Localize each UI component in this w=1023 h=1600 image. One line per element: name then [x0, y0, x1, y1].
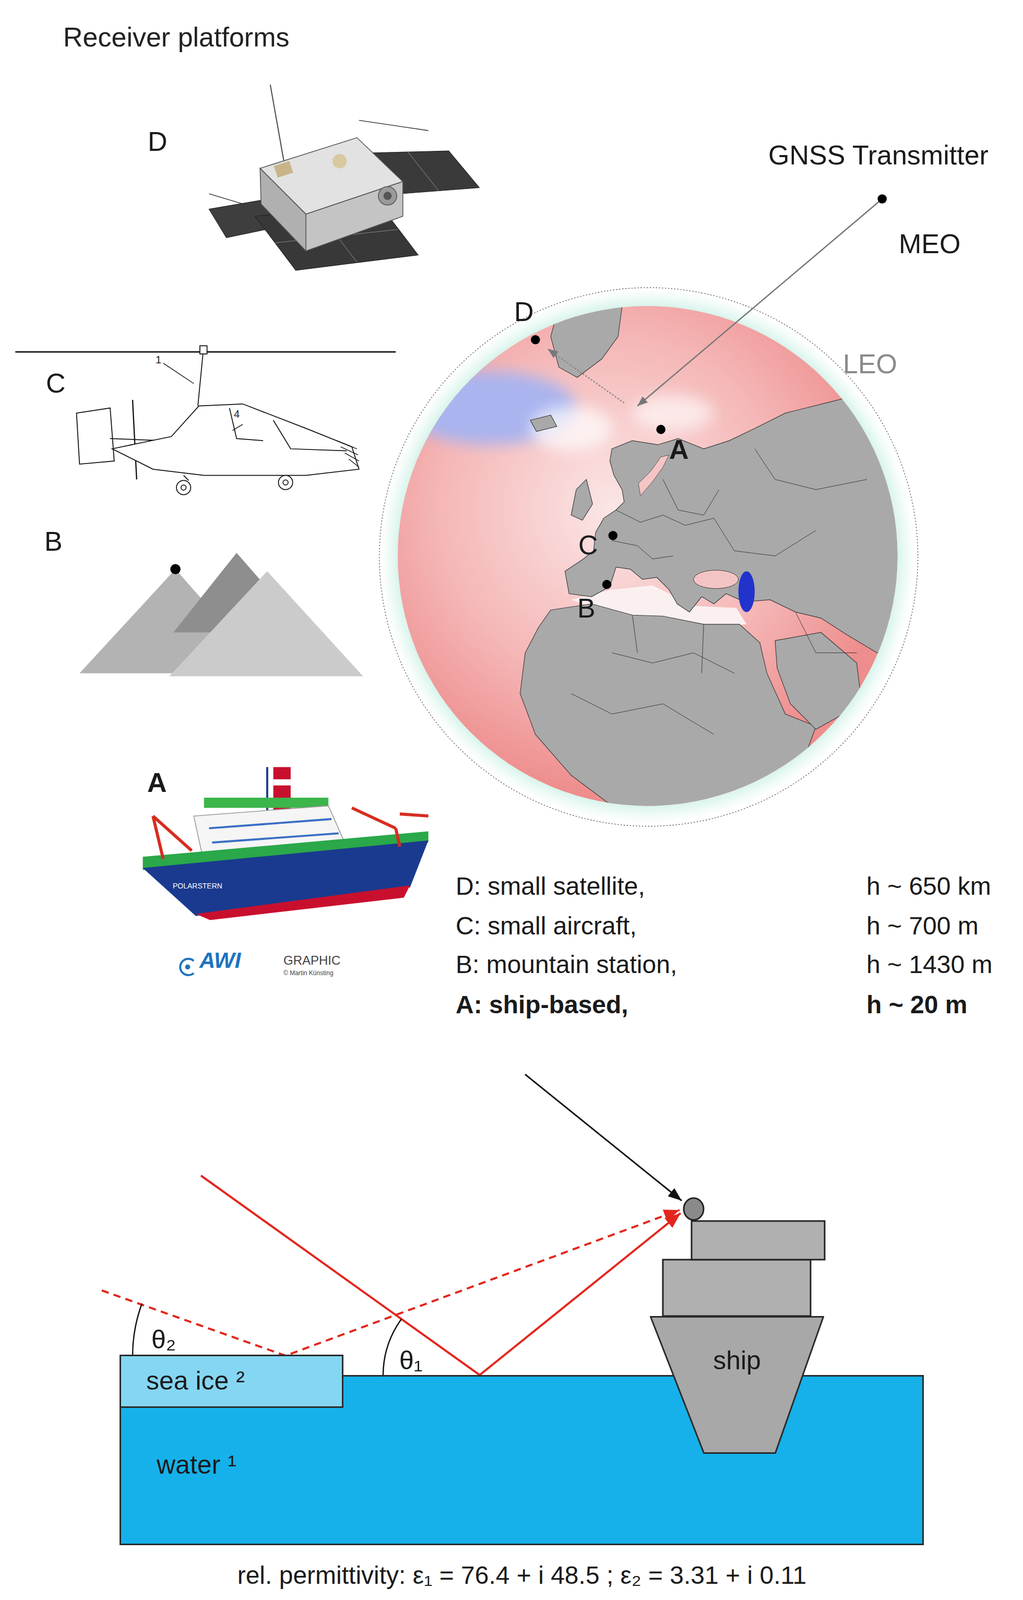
- logo-icon: [180, 958, 194, 975]
- platform-letter: C: [578, 529, 599, 562]
- logo-text: GRAPHIC: [283, 953, 341, 968]
- hull-outline: [649, 1315, 825, 1454]
- platform-key: B: mountain station,: [455, 949, 677, 979]
- node-text: sea ice ²: [146, 1365, 245, 1397]
- gyrocopter-figure: [15, 345, 396, 495]
- platform-key: D: small satellite,: [455, 871, 646, 901]
- platform-height: h ~ 700 m: [866, 911, 979, 941]
- node-text: ship: [712, 1345, 761, 1376]
- platform-letter: B: [44, 526, 63, 558]
- platform-letter: B: [577, 592, 596, 625]
- globe: [379, 194, 919, 827]
- platform-letter: C: [45, 367, 66, 400]
- callout-number: 4: [233, 408, 240, 421]
- angle-label: θ₁: [399, 1345, 423, 1376]
- orbit-label: LEO: [842, 348, 898, 380]
- caption-text: rel. permittivity: ε₁ = 76.4 + i 48.5 ; …: [237, 1560, 807, 1590]
- credit-note: © Martin Künsting: [283, 969, 334, 978]
- angle-label: θ₂: [151, 1324, 176, 1355]
- diagram-title: Receiver platforms: [63, 21, 290, 54]
- platform-key: C: small aircraft,: [455, 911, 637, 941]
- ship-name: POLARSTERN: [172, 881, 223, 890]
- ship-hull: ship: [649, 1315, 825, 1454]
- platform-letter: A: [669, 434, 689, 466]
- sea-ice-block: sea ice ²: [119, 1354, 344, 1408]
- box-shape: [120, 1375, 924, 1545]
- platform-letter: D: [514, 296, 534, 328]
- orbit-label: MEO: [898, 228, 961, 260]
- transmitter-label: GNSS Transmitter: [768, 139, 989, 172]
- node-text: water ¹: [156, 1449, 237, 1481]
- platform-height: h ~ 1430 m: [866, 949, 993, 979]
- platform-key: A: ship-based,: [455, 990, 629, 1019]
- platform-letter: D: [147, 126, 168, 158]
- callout-number: 1: [155, 353, 162, 366]
- box-shape: [120, 1355, 343, 1408]
- logo-text: AWI: [199, 947, 241, 973]
- platform-letter: A: [147, 767, 168, 799]
- ship-figure: [143, 766, 429, 920]
- mountain-figure: [79, 552, 363, 676]
- platform-height: h ~ 650 km: [866, 871, 992, 901]
- satellite-figure: [209, 84, 480, 271]
- platform-height: h ~ 20 m: [866, 990, 968, 1019]
